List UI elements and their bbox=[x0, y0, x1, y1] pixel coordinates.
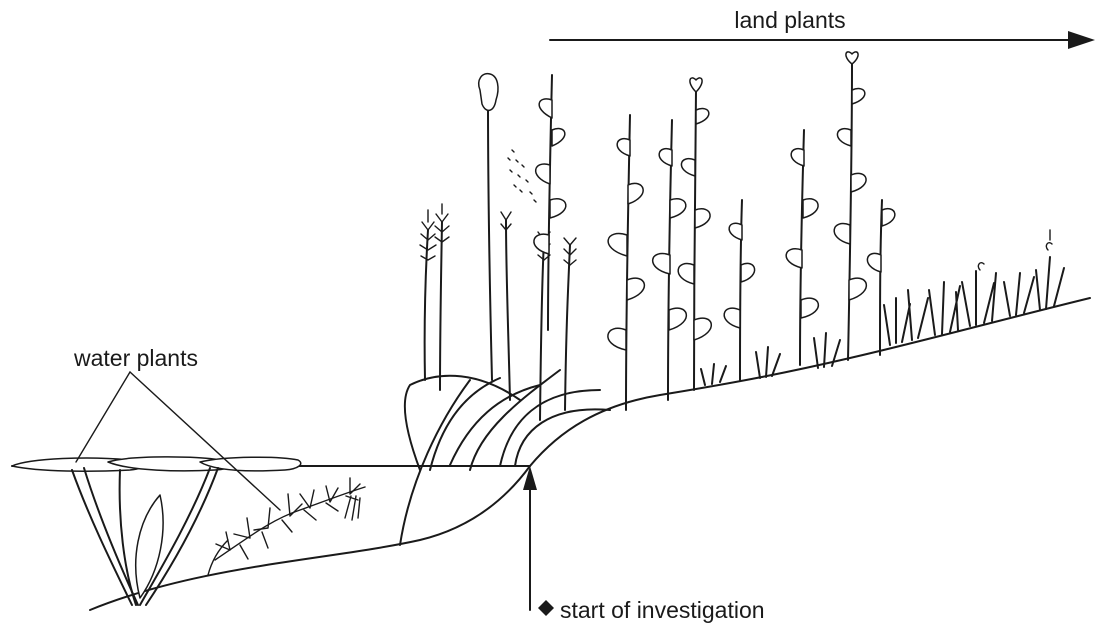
leafy-stem bbox=[626, 115, 630, 410]
land-plants-group bbox=[400, 52, 1064, 545]
start-of-investigation-label: start of investigation bbox=[560, 597, 765, 623]
grass-tuft bbox=[1036, 257, 1064, 310]
grass-head bbox=[479, 74, 498, 111]
water-plants-pointer bbox=[76, 372, 130, 462]
submerged-leaf bbox=[136, 495, 163, 598]
up-arrow-icon bbox=[523, 466, 537, 490]
reed-leaf bbox=[400, 380, 470, 545]
land-plants-annotation: land plants bbox=[550, 7, 1095, 49]
grass-tuft bbox=[701, 364, 726, 385]
grass-stem bbox=[565, 245, 570, 410]
seed-head bbox=[508, 150, 536, 202]
grass-tuft bbox=[962, 271, 996, 326]
right-arrow-icon bbox=[1068, 31, 1095, 49]
grass-tuft bbox=[929, 282, 960, 335]
grass-tuft bbox=[1004, 273, 1034, 316]
grass-stem bbox=[425, 230, 428, 380]
diamond-icon bbox=[538, 600, 554, 616]
land-plants-label: land plants bbox=[734, 7, 845, 33]
bank-outline bbox=[90, 298, 1090, 610]
grass-stem bbox=[506, 220, 510, 400]
grass-stem bbox=[440, 222, 442, 390]
water-plants-pointer bbox=[130, 372, 280, 510]
leafy-stem bbox=[848, 62, 852, 360]
water-plants-label: water plants bbox=[73, 345, 198, 371]
grass-stem bbox=[488, 100, 492, 380]
leafy-stem bbox=[694, 90, 696, 390]
reed-leaf bbox=[500, 390, 600, 466]
submerged-plant bbox=[215, 487, 365, 560]
grass-stem bbox=[540, 240, 544, 420]
grass-tuft bbox=[884, 290, 928, 345]
start-of-investigation-annotation: start of investigation bbox=[523, 466, 765, 623]
reed-leaf bbox=[430, 378, 500, 470]
water-plants-group bbox=[12, 372, 365, 605]
reed-leaf bbox=[515, 409, 610, 466]
